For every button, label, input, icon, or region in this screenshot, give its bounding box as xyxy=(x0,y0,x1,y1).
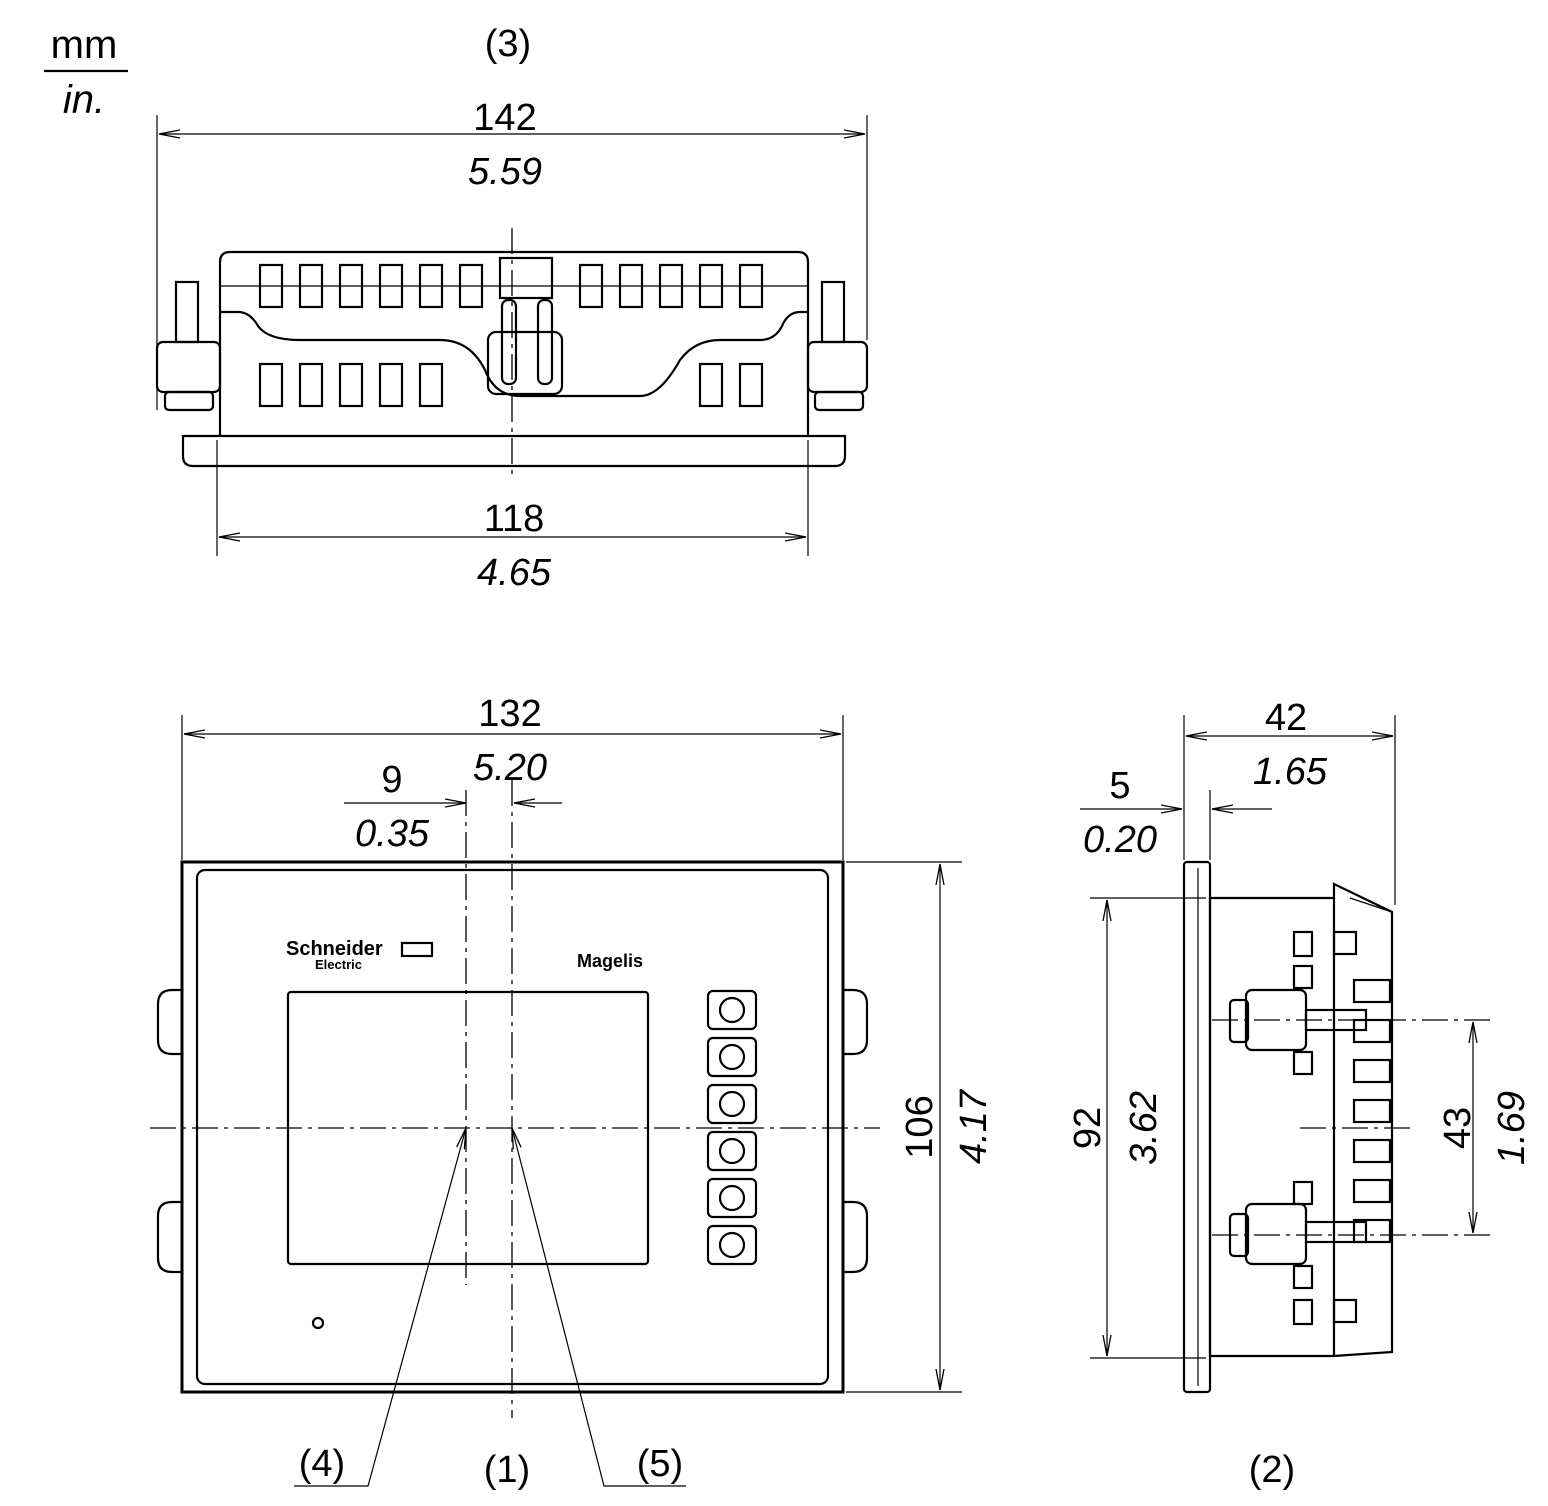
brand-name: Schneider xyxy=(286,938,383,960)
side-vents xyxy=(1352,978,1392,1244)
dim-142-mm: 142 xyxy=(473,97,536,139)
dim-132-mm: 132 xyxy=(478,693,541,735)
dim-5-mm: 5 xyxy=(1109,765,1130,807)
callout-line-4 xyxy=(294,1128,466,1487)
dim-42-in: 1.65 xyxy=(1253,751,1328,793)
dim-106-mm: 106 xyxy=(899,1095,941,1158)
callout-5: (5) xyxy=(637,1443,683,1485)
unit-mm: mm xyxy=(51,23,118,67)
brand-logo-box xyxy=(400,941,434,958)
dim-92-mm: 92 xyxy=(1067,1107,1109,1149)
dim-118-in: 4.65 xyxy=(477,552,552,594)
brand-sub: Electric xyxy=(315,957,362,972)
dim-118-mm: 118 xyxy=(484,498,545,540)
dim-9-in: 0.35 xyxy=(355,813,430,855)
dim-92-in: 3.62 xyxy=(1123,1091,1165,1165)
front-view: 132 5.20 9 0.35 Schneider Electric Magel… xyxy=(150,693,995,1491)
callout-line-5 xyxy=(512,1128,686,1487)
unit-in: in. xyxy=(63,78,105,122)
function-buttons xyxy=(706,989,758,1266)
dim-43-in: 1.69 xyxy=(1491,1091,1533,1165)
dim-42-mm: 42 xyxy=(1265,697,1307,739)
dim-142-in: 5.59 xyxy=(468,151,542,193)
view-label-2: (2) xyxy=(1249,1449,1295,1491)
dim-5-in: 0.20 xyxy=(1083,819,1157,861)
dim-43-mm: 43 xyxy=(1437,1107,1479,1149)
callout-4: (4) xyxy=(299,1443,345,1485)
view-label-3: (3) xyxy=(485,23,531,65)
side-body xyxy=(1208,882,1394,1358)
top-vents-lower xyxy=(258,362,764,408)
units-legend: mm in. xyxy=(44,23,128,122)
top-bezel xyxy=(181,434,847,468)
side-view: 42 1.65 5 0.20 xyxy=(1067,697,1533,1491)
side-bezel xyxy=(1182,860,1212,1394)
view-label-1: (1) xyxy=(484,1449,530,1491)
product-name: Magelis xyxy=(577,951,643,971)
top-view: (3) 142 5.59 xyxy=(155,23,869,594)
status-led xyxy=(311,1316,325,1330)
top-vents-upper xyxy=(258,263,764,309)
dim-106-in: 4.17 xyxy=(953,1088,995,1164)
top-body xyxy=(218,250,810,436)
dim-132-in: 5.20 xyxy=(473,747,547,789)
dim-9-mm: 9 xyxy=(381,759,402,801)
